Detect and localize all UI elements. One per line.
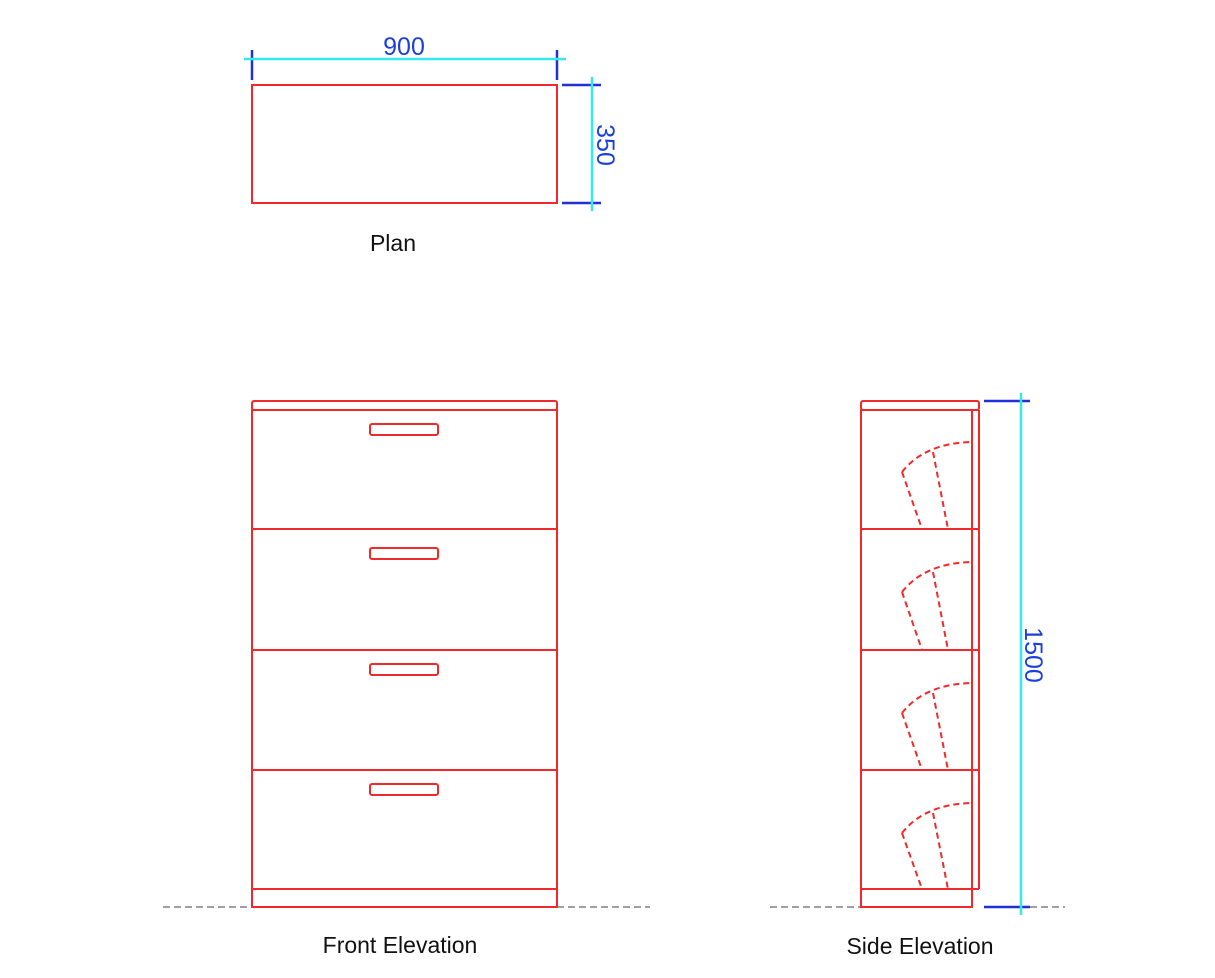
file-folder-hidden: [901, 682, 973, 771]
height-dimension-text: 1500: [1019, 627, 1047, 683]
plan-label: Plan: [370, 230, 416, 256]
front-elevation-view: Front Elevation: [163, 400, 650, 958]
depth-dimension-text: 350: [591, 124, 619, 166]
drawer-handle: [369, 423, 439, 436]
drawer-handle: [369, 783, 439, 796]
side-elevation-view: 1500 Side Elevation: [770, 393, 1065, 959]
drawer-handle: [369, 663, 439, 676]
cabinet-body: [251, 409, 558, 908]
side-elevation-label: Side Elevation: [846, 933, 993, 959]
plan-view: 900 350 Plan: [244, 33, 619, 256]
width-dimension-text: 900: [383, 33, 425, 61]
plan-outline: [251, 84, 558, 204]
file-folder-hidden: [901, 802, 973, 890]
drawer-handle: [369, 547, 439, 560]
side-top: [860, 400, 980, 411]
front-elevation-label: Front Elevation: [323, 932, 478, 958]
file-folder-hidden: [901, 561, 973, 651]
cabinet-top: [251, 400, 558, 411]
side-body: [860, 409, 973, 908]
file-folder-hidden: [901, 441, 973, 530]
